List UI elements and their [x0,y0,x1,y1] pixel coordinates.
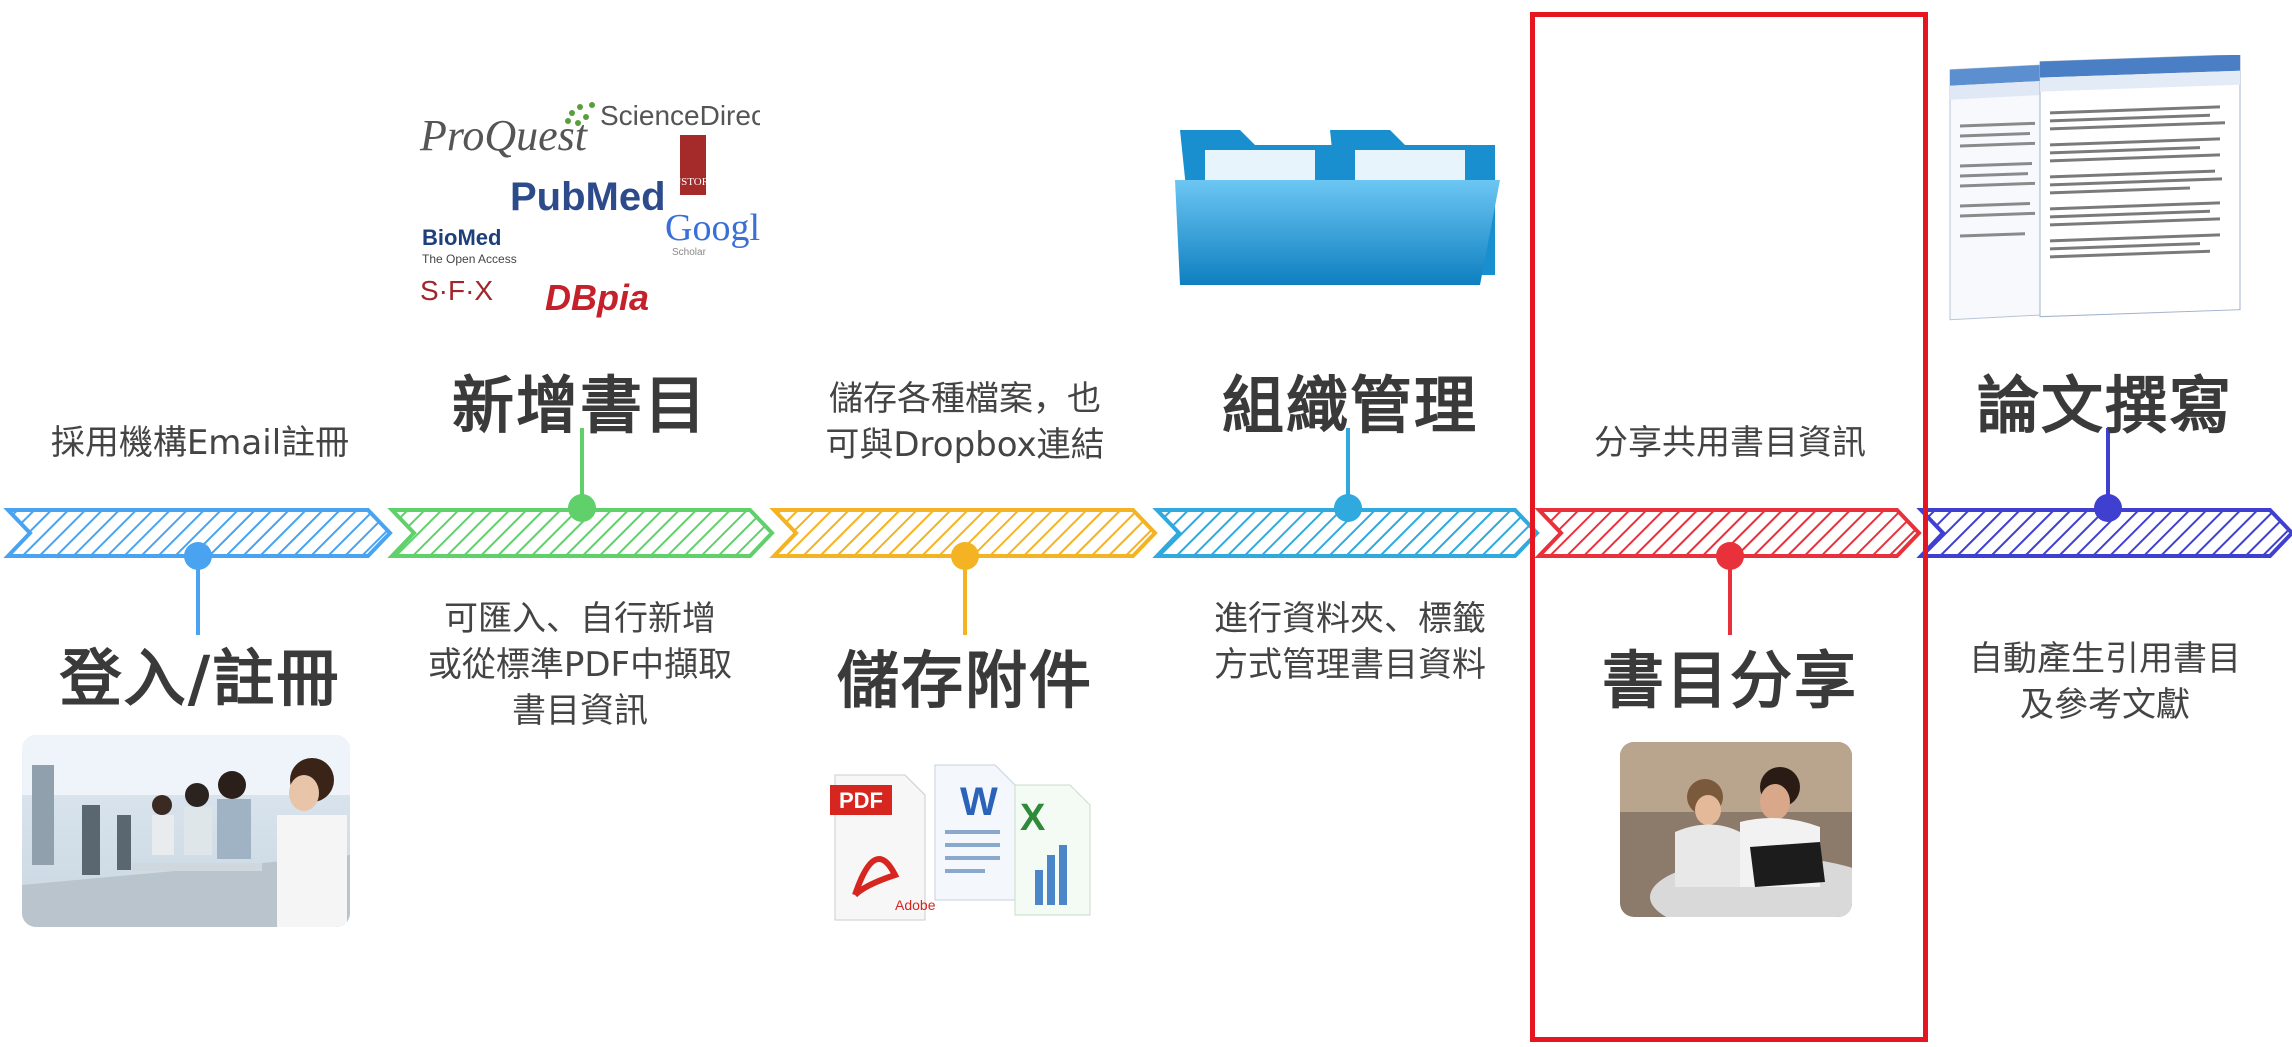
timeline-node-5 [1716,542,1744,570]
sciencedirect-icon [565,102,595,126]
sfx-logo: S·F·X [420,275,493,306]
step-6-desc-line-2: 及參考文獻 [2020,685,2190,725]
pdf-icon-label: PDF [839,788,883,813]
step-6-description: 自動產生引用書目 及參考文獻 [1915,636,2292,728]
step-2-desc-line-3: 書目資訊 [512,691,648,731]
step-3-description: 儲存各種檔案，也 可與Dropbox連結 [770,376,1160,468]
office-workers-photo [22,735,350,927]
step-3-title: 儲存附件 [836,644,1093,717]
timeline-arrow-1 [3,508,393,558]
document-windows [1945,54,2245,345]
step-3-desc-line-2: 可與Dropbox連結 [825,425,1105,465]
step-1-desc-line-1: 採用機構Email註冊 [50,423,350,463]
step-5-description: 分享共用書目資訊 [1540,420,1920,466]
colleagues-photo [1620,742,1852,917]
dbpia-logo: DBpia [545,277,649,318]
step-6-title: 論文撰寫 [1976,369,2233,442]
jstor-logo: JSTOR [677,176,710,188]
timeline-node-3 [951,542,979,570]
timeline-node-2 [568,494,596,522]
step-2-desc-line-1: 可匯入、自行新增 [444,599,716,639]
google-logo: Google [665,207,760,249]
timeline-node-4 [1334,494,1362,522]
file-type-icons: PDF Adobe W X [825,755,1105,950]
timeline-arrow-2 [387,508,775,558]
step-5-title: 書目分享 [1601,644,1858,717]
step-1-description: 採用機構Email註冊 [10,420,390,466]
word-icon-label: W [960,780,998,824]
excel-icon: X [1014,784,1091,916]
step-2-description: 可匯入、自行新增 或從標準PDF中擷取 書目資訊 [385,596,775,734]
database-logos: ProQuest ScienceDirect JSTOR PubMed BioM… [410,55,777,340]
jstor-icon [680,135,706,195]
step-4-description: 進行資料夾、標籤 方式管理書目資料 [1155,596,1545,688]
google-scholar-subtitle: Scholar [672,247,707,258]
highlight-frame [1530,12,1928,1042]
timeline-arrow-5 [1534,508,1922,558]
pdf-icon: PDF Adobe [830,774,936,921]
timeline-node-1 [184,542,212,570]
step-2-title: 新增書目 [451,369,708,442]
proquest-logo: ProQuest [419,111,589,160]
step-6-desc-line-1: 自動產生引用書目 [1969,639,2241,679]
biomed-subtitle: The Open Access [422,252,517,266]
step-4-desc-line-1: 進行資料夾、標籤 [1214,599,1486,639]
pdf-icon-sub: Adobe [895,897,936,913]
timeline-arrow-3 [769,508,1158,558]
timeline-arrow-4 [1152,508,1540,558]
excel-icon-label: X [1020,797,1046,839]
folders-icon [1170,110,1520,300]
step-3-desc-line-1: 儲存各種檔案，也 [829,379,1101,419]
pubmed-logo: PubMed [510,175,666,219]
step-4-desc-line-2: 方式管理書目資料 [1214,645,1486,685]
biomed-logo: BioMed [422,225,501,250]
word-icon: W [934,764,1016,901]
step-4-title: 組織管理 [1221,369,1478,442]
step-5-desc-line-1: 分享共用書目資訊 [1594,423,1866,463]
timeline-arrow-6 [1916,508,2292,558]
step-2-desc-line-2: 或從標準PDF中擷取 [427,645,733,685]
sciencedirect-logo: ScienceDirect [600,100,760,131]
step-1-title: 登入/註冊 [59,642,341,715]
timeline-node-6 [2094,494,2122,522]
